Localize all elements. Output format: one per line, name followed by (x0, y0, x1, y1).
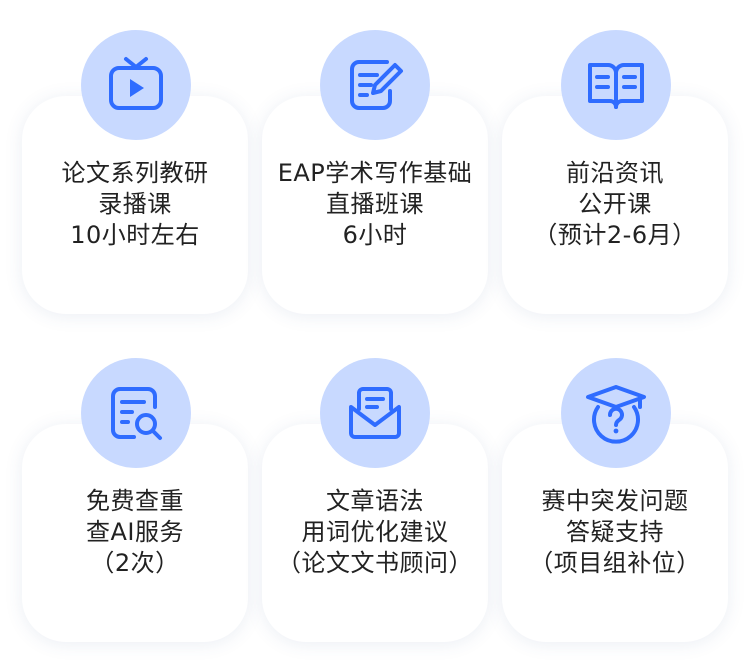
card-detail: 6小时 (342, 221, 408, 249)
card-text: 论文系列教研 录播课 10小时左右 (22, 158, 248, 251)
tv-icon (109, 57, 163, 110)
graduation-question-icon (586, 385, 646, 444)
card-title: 免费查重 (86, 487, 184, 515)
card-subtitle: 公开课 (578, 190, 652, 218)
document-search-icon (111, 387, 162, 440)
edit-document-icon (350, 60, 403, 110)
card-detail: （项目组补位） (529, 549, 701, 577)
card-title: 前沿资讯 (566, 159, 664, 187)
mail-icon (349, 387, 401, 439)
card-text: 免费查重 查AI服务 （2次） (22, 486, 248, 579)
open-book-icon-badge (561, 30, 671, 140)
open-book-icon (588, 63, 644, 109)
card-subtitle: 查AI服务 (86, 518, 184, 546)
tv-icon-badge (81, 30, 191, 140)
card-detail: （论文文书顾问） (277, 549, 473, 577)
card-plagiarism-check: 免费查重 查AI服务 （2次） (22, 424, 248, 642)
card-text: EAP学术写作基础 直播班课 6小时 (262, 158, 488, 251)
card-subtitle: 用词优化建议 (301, 518, 449, 546)
card-text: 文章语法 用词优化建议 （论文文书顾问） (262, 486, 488, 579)
card-detail: （预计2-6月） (533, 221, 697, 249)
card-title: 论文系列教研 (61, 159, 209, 187)
card-text: 前沿资讯 公开课 （预计2-6月） (502, 158, 728, 251)
card-subtitle: 答疑支持 (566, 518, 664, 546)
card-subtitle: 录播课 (98, 190, 172, 218)
card-title: 赛中突发问题 (541, 487, 689, 515)
mail-icon-badge (320, 358, 430, 468)
document-search-icon-badge (81, 358, 191, 468)
graduation-question-icon-badge (561, 358, 671, 468)
card-title: EAP学术写作基础 (277, 159, 473, 187)
card-subtitle: 直播班课 (326, 190, 424, 218)
card-detail: （2次） (90, 549, 180, 577)
edit-document-icon-badge (320, 30, 430, 140)
card-title: 文章语法 (326, 487, 424, 515)
card-text: 赛中突发问题 答疑支持 （项目组补位） (502, 486, 728, 579)
card-detail: 10小时左右 (70, 221, 200, 249)
